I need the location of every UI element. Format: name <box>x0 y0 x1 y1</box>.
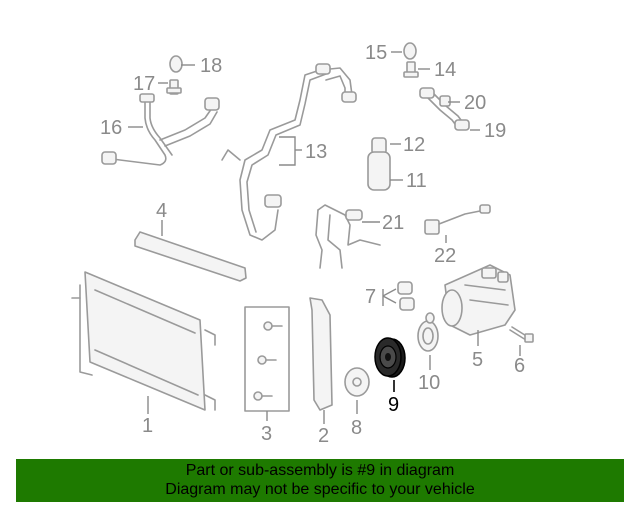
callout-6: 6 <box>514 355 525 377</box>
callout-7: 7 <box>365 286 376 308</box>
callout-3: 3 <box>261 423 272 445</box>
part-7-caps <box>397 281 415 311</box>
part-5-compressor <box>441 264 516 336</box>
callout-16: 16 <box>100 117 122 139</box>
callout-17: 17 <box>133 73 155 95</box>
part-20-fitting <box>439 95 451 107</box>
callout-22: 22 <box>434 245 456 267</box>
part-4-seal <box>134 231 247 282</box>
banner-line-2: Diagram may not be specific to your vehi… <box>165 481 475 498</box>
part-19-hose <box>419 87 470 131</box>
part-21-lines <box>315 204 381 269</box>
callout-10: 10 <box>418 372 440 394</box>
callout-1: 1 <box>142 415 153 437</box>
part-15-cap <box>403 42 417 60</box>
callout-18: 18 <box>200 55 222 77</box>
callout-5: 5 <box>472 349 483 371</box>
part-22-sensor <box>424 204 491 235</box>
callouts: 18 17 16 13 15 14 20 19 12 11 21 22 4 1 … <box>100 42 525 447</box>
part-16-ac-line <box>101 93 220 166</box>
part-9-pulley <box>374 337 406 378</box>
callout-8: 8 <box>351 417 362 439</box>
part-8-clutch-plate <box>344 367 370 397</box>
callout-21: 21 <box>382 212 404 234</box>
part-17-bolt <box>166 79 182 95</box>
part-6-bolt <box>509 326 534 343</box>
callout-15: 15 <box>365 42 387 64</box>
part-11-receiver-drier <box>367 151 391 191</box>
part-14-bolt <box>403 61 419 78</box>
callout-11: 11 <box>406 170 427 192</box>
part-1-condenser <box>71 271 216 411</box>
part-2-bracket <box>309 297 333 411</box>
parts-diagram: 18 17 16 13 15 14 20 19 12 11 21 22 4 1 … <box>71 42 534 447</box>
callout-9: 9 <box>388 394 399 416</box>
part-18-cap <box>169 55 183 73</box>
info-banner: Part or sub-assembly is #9 in diagram Di… <box>16 459 624 502</box>
banner-line-1: Part or sub-assembly is #9 in diagram <box>185 462 455 479</box>
callout-2: 2 <box>318 425 329 447</box>
part-13-ac-lines <box>221 63 357 241</box>
callout-12: 12 <box>403 134 425 156</box>
callout-19: 19 <box>484 120 506 142</box>
callout-13: 13 <box>305 141 327 163</box>
part-3-hardware <box>244 306 290 412</box>
part-10-ring <box>417 312 439 352</box>
leader-lines <box>128 51 521 424</box>
callout-20: 20 <box>464 92 486 114</box>
callout-14: 14 <box>434 59 456 81</box>
callout-4: 4 <box>156 200 167 222</box>
